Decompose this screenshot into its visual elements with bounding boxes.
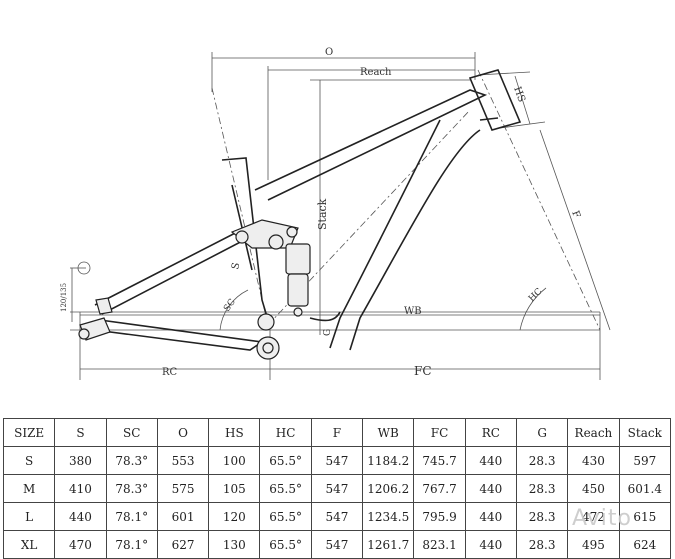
table-cell: 767.7	[413, 474, 466, 503]
geometry-table: SIZE S SC O HS HC F WB FC RC G Reach Sta…	[2, 418, 672, 559]
label-rc: RC	[162, 367, 178, 378]
table-cell: 575	[156, 474, 210, 503]
table-cell: 601	[156, 502, 210, 531]
frame-geometry-drawing: O Reach HS Stack F S SC HC WB G RC FC 12…	[60, 47, 611, 380]
table-cell: 601.4	[618, 474, 672, 503]
table-cell: 78.1°	[105, 502, 158, 531]
table-cell: 597	[618, 446, 672, 475]
table-cell: 547	[310, 530, 364, 559]
header-hc: HC	[259, 418, 312, 447]
header-rc: RC	[464, 418, 517, 447]
table-cell: 28.3	[515, 530, 569, 559]
table-cell: L	[2, 502, 56, 531]
label-g: G	[323, 329, 333, 336]
header-reach: Reach	[567, 418, 620, 447]
header-size: SIZE	[2, 418, 56, 447]
table-cell: 495	[567, 530, 620, 559]
table-cell: 745.7	[413, 446, 466, 475]
table-cell: XL	[2, 530, 56, 559]
table-cell: 795.9	[413, 502, 466, 531]
label-s: S	[230, 261, 242, 270]
table-cell: 1184.2	[362, 446, 415, 475]
table-cell: 547	[310, 502, 364, 531]
header-stack: Stack	[618, 418, 672, 447]
table-cell: 78.1°	[105, 530, 158, 559]
label-sc: SC	[222, 297, 238, 314]
table-header-row: SIZE S SC O HS HC F WB FC RC G Reach Sta…	[2, 418, 672, 447]
header-s: S	[54, 418, 107, 447]
label-reach: Reach	[360, 67, 392, 78]
table-cell: 65.5°	[259, 446, 312, 475]
table-cell: 470	[54, 530, 107, 559]
avito-watermark: Avito	[572, 506, 632, 531]
label-stack: Stack	[316, 198, 329, 230]
header-f: F	[310, 418, 364, 447]
table-cell: 615	[618, 502, 672, 531]
table-cell: 1261.7	[362, 530, 415, 559]
table-cell: 440	[464, 474, 517, 503]
table-cell: 624	[618, 530, 672, 559]
table-cell: 380	[54, 446, 107, 475]
table-cell: 78.3°	[105, 474, 158, 503]
table-row: L 440 78.1° 601 120 65.5° 547 1234.5 795…	[2, 502, 672, 531]
table-cell: 1206.2	[362, 474, 415, 503]
table-cell: 65.5°	[259, 502, 312, 531]
table-cell: 130	[208, 530, 261, 559]
table-cell: 65.5°	[259, 530, 312, 559]
table-cell: 440	[464, 530, 517, 559]
table-cell: 78.3°	[105, 446, 158, 475]
table-cell: 553	[156, 446, 210, 475]
table-row: S 380 78.3° 553 100 65.5° 547 1184.2 745…	[2, 446, 672, 475]
header-fc: FC	[413, 418, 466, 447]
table-cell: 1234.5	[362, 502, 415, 531]
header-o: O	[156, 418, 210, 447]
table-cell: 430	[567, 446, 620, 475]
table-cell: 28.3	[515, 474, 569, 503]
header-g: G	[515, 418, 569, 447]
table-cell: S	[2, 446, 56, 475]
table-cell: 450	[567, 474, 620, 503]
label-fc: FC	[414, 364, 432, 378]
table-cell: 105	[208, 474, 261, 503]
table-cell: 28.3	[515, 502, 569, 531]
table-row: XL 470 78.1° 627 130 65.5° 547 1261.7 82…	[2, 530, 672, 559]
label-o: O	[325, 47, 333, 58]
table-cell: 823.1	[413, 530, 466, 559]
label-f: F	[569, 209, 582, 219]
table-cell: 28.3	[515, 446, 569, 475]
header-sc: SC	[105, 418, 158, 447]
table-row: M 410 78.3° 575 105 65.5° 547 1206.2 767…	[2, 474, 672, 503]
table-cell: 627	[156, 530, 210, 559]
table-cell: 120	[208, 502, 261, 531]
label-hc: HC	[527, 287, 545, 305]
label-travel: 120/135	[60, 283, 68, 312]
table-cell: 440	[54, 502, 107, 531]
table-cell: 65.5°	[259, 474, 312, 503]
table-cell: M	[2, 474, 56, 503]
table-cell: 410	[54, 474, 107, 503]
table-cell: 547	[310, 446, 364, 475]
table-cell: 440	[464, 446, 517, 475]
header-wb: WB	[362, 418, 415, 447]
label-hs: HS	[511, 85, 527, 104]
header-hs: HS	[208, 418, 261, 447]
table-cell: 440	[464, 502, 517, 531]
table-cell: 547	[310, 474, 364, 503]
table-cell: 100	[208, 446, 261, 475]
label-wb: WB	[404, 306, 422, 317]
